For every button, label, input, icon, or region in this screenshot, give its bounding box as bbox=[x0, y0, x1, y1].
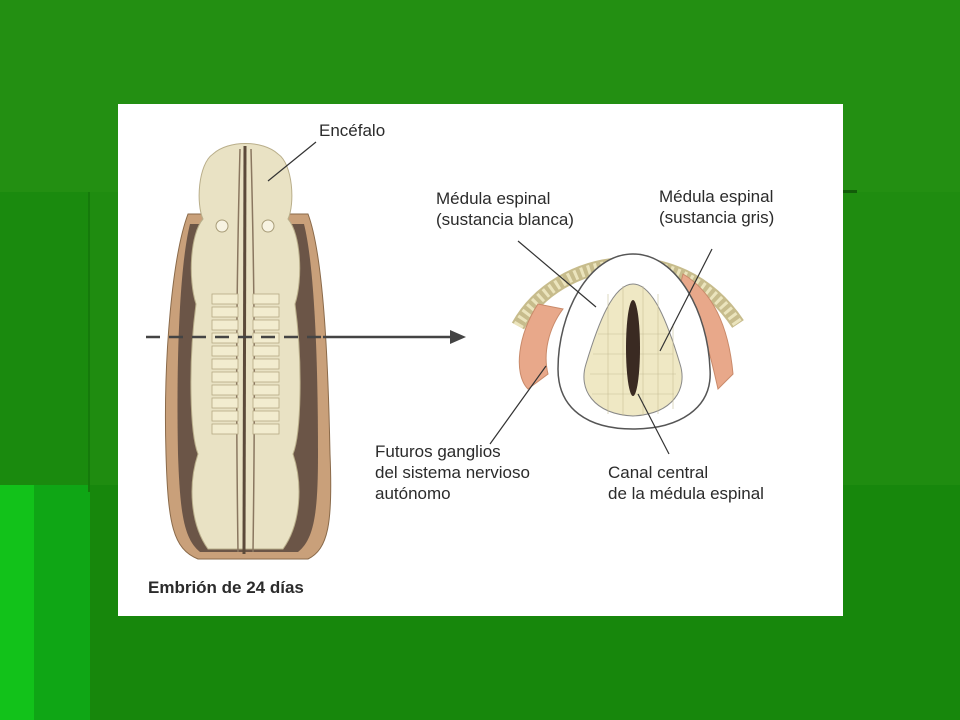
label-canal-central: Canal central de la médula espinal bbox=[608, 462, 764, 504]
label-ganglios-line3: autónomo bbox=[375, 484, 451, 503]
label-encefalo: Encéfalo bbox=[319, 121, 386, 140]
label-medula-blanca: Médula espinal (sustancia blanca) bbox=[436, 188, 574, 230]
label-canal-line2: de la médula espinal bbox=[608, 484, 764, 503]
decorative-line-left bbox=[88, 192, 90, 492]
label-canal-line1: Canal central bbox=[608, 463, 709, 482]
label-medula-blanca-line2: (sustancia blanca) bbox=[436, 210, 574, 229]
label-medula-blanca-line1: Médula espinal bbox=[436, 189, 551, 208]
background-bright-strip bbox=[0, 485, 34, 720]
label-ganglios-line1: Futuros ganglios bbox=[375, 442, 501, 461]
cross-section bbox=[511, 253, 744, 430]
decorative-line bbox=[843, 190, 857, 193]
label-medula-gris-line1: Médula espinal bbox=[659, 187, 774, 206]
background-strip bbox=[34, 485, 90, 720]
label-medula-gris-line2: (sustancia gris) bbox=[659, 208, 775, 227]
embryo-illustration bbox=[146, 141, 744, 560]
label-ganglios: Futuros ganglios del sistema nervioso au… bbox=[375, 441, 530, 504]
embryo-figure bbox=[164, 143, 332, 560]
label-medula-gris: Médula espinal (sustancia gris) bbox=[659, 186, 774, 228]
caption: Embrión de 24 días bbox=[148, 578, 304, 597]
diagram-panel: Encéfalo Médula espinal (sustancia blanc… bbox=[118, 104, 843, 616]
label-ganglios-line2: del sistema nervioso bbox=[375, 463, 530, 482]
